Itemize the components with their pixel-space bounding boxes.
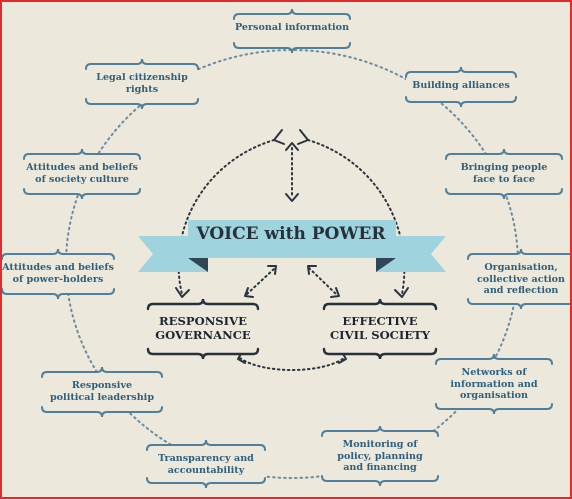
node-attitudes-beliefs-power-holders: Attitudes and beliefs of power-holders [2,262,114,285]
node-backdrop-monitoring [322,431,438,481]
node-transparency-accountability: Transparency and accountability [158,453,254,476]
center-responsive-governance: RESPONSIVE GOVERNANCE [155,314,251,342]
node-attitudes-beliefs-society-culture: Attitudes and beliefs of society culture [26,162,138,185]
bracket-bottom-governance [146,347,260,360]
bracket-bottom-personal [233,42,351,54]
bracket-top-networks [435,353,553,365]
bracket-bottom-organisation [467,298,570,310]
node-organisation-collective-action: Organisation, collective action and refl… [476,262,566,296]
node-backdrop-governance [148,304,258,354]
bracket-top-governance [146,298,260,311]
node-backdrop-networks [436,359,552,409]
node-personal-information: Personal information [234,22,350,33]
node-backdrop-beliefs-society [24,154,140,194]
arrow-bottom [239,357,345,371]
bracket-top-organisation [467,248,570,260]
bracket-bottom-citizenship [85,98,199,110]
node-legal-citizenship-rights: Legal citizenship rights [96,72,188,95]
node-responsive-political-leadership: Responsive political leadership [49,380,155,403]
node-backdrop-organisation [468,254,570,304]
bracket-top-monitoring [321,425,439,437]
bracket-top-face [445,148,563,160]
node-brackets [2,8,570,489]
bracket-bottom-alliances [405,96,517,108]
arrow-banner-left [246,267,276,295]
node-backdrop-personal [234,14,350,48]
bracket-top-transparency [146,439,266,451]
bracket-top-beliefs-society [23,148,141,160]
bracket-bottom-beliefs-power [2,288,115,300]
node-backdrop-citizenship [86,64,198,104]
node-building-alliances: Building alliances [412,80,510,91]
diagram-title: VOICE with POWER [196,224,386,244]
node-bringing-people-face-to-face: Bringing people face to face [460,162,548,185]
node-networks-of-information: Networks of information and organisation [450,367,538,401]
bracket-bottom-face [445,188,563,200]
bracket-top-alliances [405,66,517,78]
node-backdrop-leadership [42,372,162,412]
bracket-top-citizenship [85,58,199,70]
bracket-bottom-beliefs-society [23,188,141,200]
bracket-top-civil-society [322,298,438,311]
arrow-banner-right [308,267,337,295]
node-backdrop-transparency [147,445,265,483]
node-backdrop-alliances [406,72,516,102]
bracket-bottom-civil-society [322,347,438,360]
node-monitoring-of-policy: Monitoring of policy, planning and finan… [337,439,423,473]
bracket-top-beliefs-power [2,248,115,260]
bracket-top-personal [233,8,351,20]
node-backdrop-civil-society [324,304,436,354]
center-effective-civil-society: EFFECTIVE CIVIL SOCIETY [329,314,431,342]
bracket-bottom-leadership [41,406,163,418]
voice-banner [138,220,446,272]
node-backdrop-face [446,154,562,194]
bracket-top-leadership [41,366,163,378]
node-backdrop-beliefs-power [2,254,114,294]
bracket-bottom-transparency [146,477,266,489]
outer-dotted-ring [65,49,519,479]
bracket-bottom-networks [435,403,553,415]
bracket-bottom-monitoring [321,475,439,487]
